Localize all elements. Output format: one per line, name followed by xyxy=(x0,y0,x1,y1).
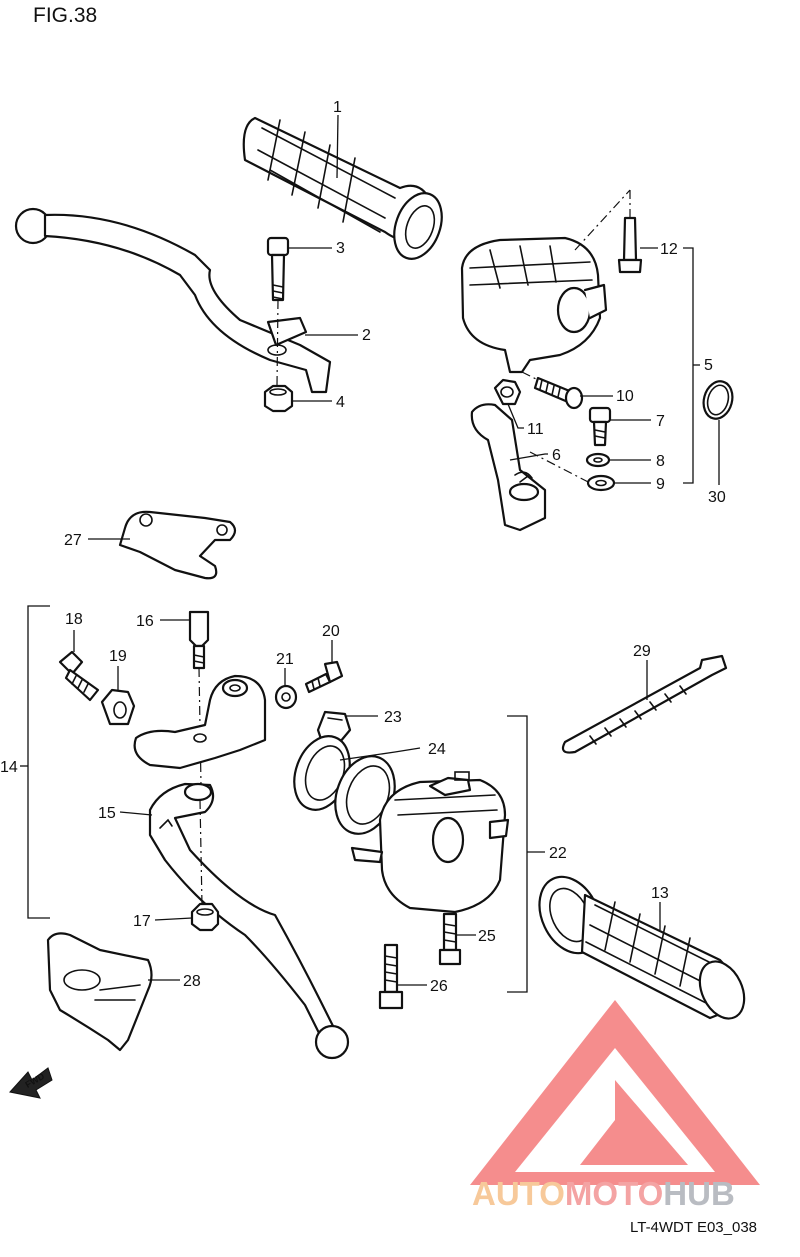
callout-numbers: 1 2 3 4 5 6 7 8 9 10 11 12 13 14 15 16 1… xyxy=(0,99,726,995)
callout-29: 29 xyxy=(633,643,651,660)
callout-9: 9 xyxy=(656,476,665,493)
figure-title: FIG.38 xyxy=(33,4,97,27)
part-screw-25 xyxy=(438,912,462,966)
callout-4: 4 xyxy=(336,394,345,411)
part-lever-lower-15 xyxy=(148,782,350,1060)
callout-2: 2 xyxy=(362,327,371,344)
part-nut-17 xyxy=(190,902,220,932)
part-nut-11 xyxy=(493,378,522,406)
callout-14: 14 xyxy=(0,759,18,776)
part-screw-10 xyxy=(521,371,584,410)
callout-19: 19 xyxy=(109,648,127,665)
part-guard-28 xyxy=(46,932,153,1052)
callout-16: 16 xyxy=(136,613,154,630)
callout-1: 1 xyxy=(333,99,342,116)
watermark-auto: AUTO xyxy=(472,1175,565,1212)
callout-13: 13 xyxy=(651,885,669,902)
fwd-arrow-icon: FWD xyxy=(9,1067,53,1099)
part-bolt-3 xyxy=(266,236,290,386)
callout-22: 22 xyxy=(549,845,567,862)
watermark-hub: HUB xyxy=(663,1175,735,1212)
part-o-ring-30 xyxy=(702,380,734,420)
callout-21: 21 xyxy=(276,651,294,668)
part-screw-26 xyxy=(378,943,404,1010)
callout-12: 12 xyxy=(660,241,678,258)
callout-18: 18 xyxy=(65,611,83,628)
callout-15: 15 xyxy=(98,805,116,822)
callout-3: 3 xyxy=(336,240,345,257)
part-cable-tie-29 xyxy=(561,654,728,754)
callout-5: 5 xyxy=(704,357,713,374)
leader-lines xyxy=(20,114,720,993)
part-lever-upper xyxy=(14,207,332,394)
callout-7: 7 xyxy=(656,413,665,430)
watermark-logo xyxy=(470,1000,760,1185)
part-switch-housing-22 xyxy=(350,771,510,914)
callout-27: 27 xyxy=(64,532,82,549)
watermark-moto: MOTO xyxy=(565,1175,663,1212)
callout-24: 24 xyxy=(428,741,446,758)
svg-text:AUTOMOTOHUB: AUTOMOTOHUB xyxy=(472,1175,735,1212)
part-nut-4 xyxy=(263,384,294,413)
callout-17: 17 xyxy=(133,913,151,930)
part-lever-holder-14 xyxy=(133,674,267,770)
part-washer-21 xyxy=(274,684,298,710)
callout-11: 11 xyxy=(527,421,544,438)
callout-30: 30 xyxy=(708,489,726,506)
callout-26: 26 xyxy=(430,978,448,995)
part-grip-left xyxy=(242,116,443,260)
callout-23: 23 xyxy=(384,709,402,726)
callout-6: 6 xyxy=(552,447,561,464)
figure-code: LT-4WDT E03_038 xyxy=(630,1219,757,1236)
callout-28: 28 xyxy=(183,973,201,990)
part-master-cylinder xyxy=(460,189,631,374)
callout-20: 20 xyxy=(322,623,340,640)
part-nut-19 xyxy=(100,688,136,726)
part-bracket-27 xyxy=(118,510,237,580)
callout-8: 8 xyxy=(656,453,665,470)
part-screw-12 xyxy=(617,190,643,274)
watermark-wordmark: AUTOMOTOHUB xyxy=(472,1175,735,1212)
part-washer-9 xyxy=(586,474,616,492)
part-switch-6 xyxy=(470,403,597,532)
callout-25: 25 xyxy=(478,928,496,945)
part-ring-24 xyxy=(293,735,396,835)
part-grip-right-13 xyxy=(538,875,746,1020)
part-bolt-18 xyxy=(58,650,100,702)
callout-10: 10 xyxy=(616,388,634,405)
part-bolt-7 xyxy=(588,406,612,447)
part-washer-8 xyxy=(585,452,611,468)
part-screw-20 xyxy=(304,660,344,694)
